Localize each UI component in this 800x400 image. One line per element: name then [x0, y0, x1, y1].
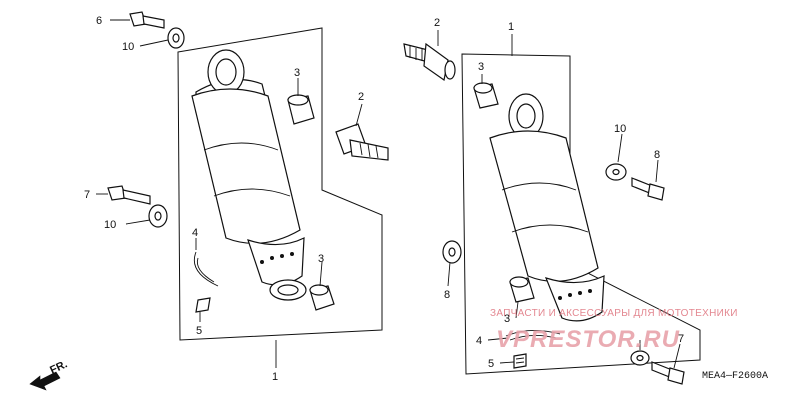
right-washer-upper — [605, 163, 627, 181]
callout-8: 8 — [444, 289, 450, 301]
callout-2: 2 — [434, 17, 440, 29]
right-collar-top — [473, 82, 499, 109]
diagram-code: MEA4—F2600A — [702, 371, 768, 382]
callout-3: 3 — [294, 67, 300, 79]
callout-3: 3 — [318, 253, 324, 265]
front-direction-indicator: FR. — [29, 358, 69, 391]
callout-5: 5 — [488, 358, 494, 370]
callout-10: 10 — [122, 41, 134, 53]
left-top-bolt — [129, 11, 165, 29]
right-assembly-frame — [461, 53, 701, 375]
right-caution-label — [513, 353, 527, 369]
left-assembly — [96, 11, 389, 368]
left-collar-top — [287, 94, 315, 125]
right-washer-lower — [630, 350, 650, 366]
right-bolt-lower — [651, 361, 685, 385]
left-top-washer — [167, 27, 185, 49]
left-mid-washer — [148, 204, 168, 228]
left-flange-bolt — [335, 123, 389, 161]
callout-3: 3 — [504, 313, 510, 325]
right-collar-bottom — [509, 276, 535, 303]
watermark: ЗАПЧАСТИ И АКСЕССУАРЫ ДЛЯ МОТОТЕХНИКИ VP… — [490, 308, 738, 353]
left-collar-bottom — [309, 284, 335, 311]
right-washer-side — [442, 240, 462, 264]
callout-7: 7 — [678, 333, 684, 345]
left-shock-absorber — [191, 49, 307, 301]
right-band-clip — [505, 330, 561, 341]
watermark-site: VPRESTOR.RU — [496, 326, 680, 353]
callout-6: 6 — [96, 15, 102, 27]
callout-10: 10 — [614, 123, 626, 135]
callout-4: 4 — [192, 227, 198, 239]
callout-numbers: 6 10 3 2 7 10 4 5 3 1 2 1 3 10 8 8 3 4 5… — [84, 15, 684, 383]
callout-8: 8 — [654, 149, 660, 161]
right-shock-absorber — [489, 93, 605, 322]
callout-3: 3 — [478, 61, 484, 73]
front-direction-label: FR. — [48, 358, 69, 376]
callout-1: 1 — [508, 21, 514, 33]
front-arrow-icon — [29, 371, 61, 391]
callout-1: 1 — [272, 371, 278, 383]
left-band-clip — [193, 251, 219, 287]
left-side-bolt — [107, 185, 151, 205]
right-bolt-upper — [631, 177, 665, 201]
callout-4: 4 — [476, 335, 482, 347]
right-flange-bolt — [403, 42, 456, 82]
callout-5: 5 — [196, 325, 202, 337]
watermark-tagline: ЗАПЧАСТИ И АКСЕССУАРЫ ДЛЯ МОТОТЕХНИКИ — [490, 308, 738, 319]
left-assembly-frame — [177, 27, 383, 341]
right-assembly — [403, 30, 701, 385]
callout-7: 7 — [84, 189, 90, 201]
callout-2: 2 — [358, 91, 364, 103]
callout-10: 10 — [104, 219, 116, 231]
left-caution-label — [195, 297, 211, 313]
